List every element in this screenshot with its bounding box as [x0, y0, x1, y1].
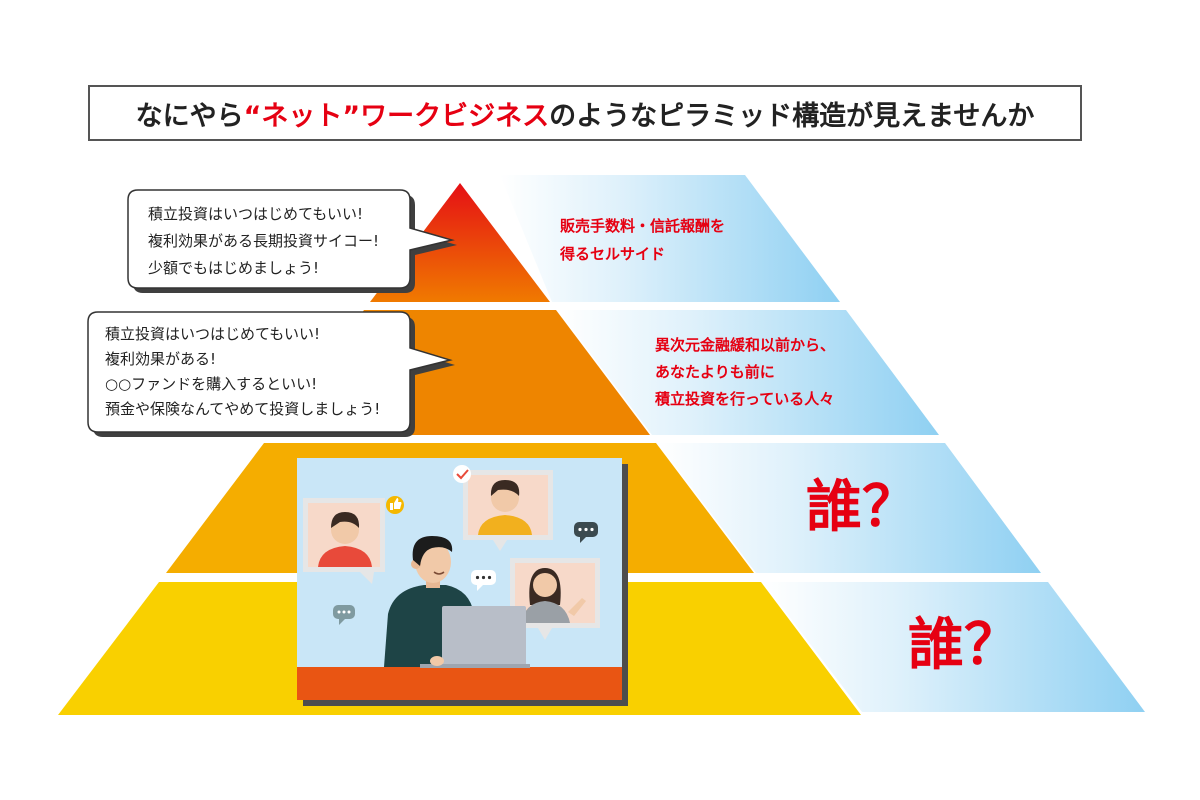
chat-bubble-icon: [333, 605, 355, 625]
chat-dot: [481, 575, 486, 580]
man-hair: [412, 536, 453, 566]
window-3-person-face: [533, 573, 557, 597]
speech-bubble-2: [87, 311, 453, 433]
window-3-person-hand: [568, 598, 586, 616]
man-hand: [430, 656, 444, 666]
window-3-tail: [538, 628, 552, 640]
speech-bubble-2-text: 積立投資はいつはじめてもいい! 複利効果がある! ○○ファンドを購入するといい!…: [105, 322, 380, 422]
chat-dot: [584, 527, 588, 532]
band-layer4: [763, 582, 1145, 712]
page-title: なにやら“ネット”ワークビジネスのようなピラミッド構造が見えませんか: [88, 85, 1082, 141]
window-1-tail: [360, 572, 374, 584]
chat-dot: [337, 610, 341, 614]
layer-4-label: 誰？: [908, 613, 1020, 678]
check-icon-mark: [456, 469, 469, 480]
laptop-icon: [442, 606, 526, 667]
speech-bubble-1-text: 積立投資はいつはじめてもいい! 複利効果がある長期投資サイコー! 少額でもはじめ…: [148, 201, 379, 282]
chat-dot: [347, 610, 351, 614]
chat-bubble-icon: [574, 522, 598, 543]
band-layer3: [658, 443, 1041, 573]
chat-dot: [590, 527, 594, 532]
title-highlight: “ネット”ワークビジネス: [243, 100, 550, 132]
chat-dot: [578, 527, 582, 532]
bubble-line: 少額でもはじめましょう!: [148, 259, 320, 277]
layer-label-line: あなたよりも前に: [655, 363, 775, 381]
bubble-line: ○○ファンドを購入するといい!: [105, 375, 318, 393]
chat-dot: [475, 575, 480, 580]
band-layer2: [558, 310, 939, 435]
layer-label-line: 積立投資を行っている人々: [655, 390, 835, 408]
window-2-person-shirt: [478, 515, 532, 535]
man-with-laptop: [384, 536, 530, 668]
bubble-line: 預金や保険なんてやめて投資しましょう!: [105, 400, 381, 418]
bubble-line: 積立投資はいつはじめてもいい!: [105, 325, 320, 343]
chat-bubble-icon: [471, 570, 496, 591]
title-suffix: のようなピラミッド構造が見えませんか: [549, 100, 1035, 132]
window-1-person-shirt: [318, 546, 372, 567]
window-3-person-shirt: [522, 601, 570, 623]
speech-bubble-1: [127, 189, 455, 289]
layer-label-line: 異次元金融緩和以前から、: [655, 336, 836, 354]
layer-3-label: 誰？: [806, 475, 918, 540]
bubble-line: 積立投資はいつはじめてもいい!: [148, 205, 363, 223]
chat-dot: [487, 575, 492, 580]
desk: [297, 667, 622, 700]
chat-bubble-gray-tail: [339, 619, 345, 625]
layer-label-line: 販売手数料・信託報酬を: [560, 217, 726, 235]
layer-1-label: 販売手数料・信託報酬を 得るセルサイド: [560, 212, 725, 268]
layer-label-line: 得るセルサイド: [560, 245, 666, 263]
bubble-line: 複利効果がある長期投資サイコー!: [148, 232, 380, 250]
man-smile: [433, 571, 445, 575]
window-2-person-hair: [490, 480, 520, 496]
laptop-base: [420, 664, 530, 668]
chat-bubble-white-tail: [477, 585, 483, 591]
title-prefix: なにやら: [135, 100, 244, 132]
layer-2-label: 異次元金融緩和以前から、 あなたよりも前に 積立投資を行っている人々: [655, 332, 835, 413]
check-icon: [453, 465, 471, 483]
chat-bubble-dark-tail: [580, 537, 586, 543]
thumbs-up-icon-glyph: [390, 498, 402, 510]
window-2-tail: [493, 540, 507, 551]
video-call-window-2: [453, 465, 553, 551]
video-call-window-1: [303, 496, 404, 584]
window-1-person-hair: [331, 512, 360, 528]
chat-dot: [342, 610, 346, 614]
bubble-line: 複利効果がある!: [105, 350, 217, 368]
online-meeting-illustration: [297, 458, 628, 706]
band-layer1: [500, 175, 840, 302]
